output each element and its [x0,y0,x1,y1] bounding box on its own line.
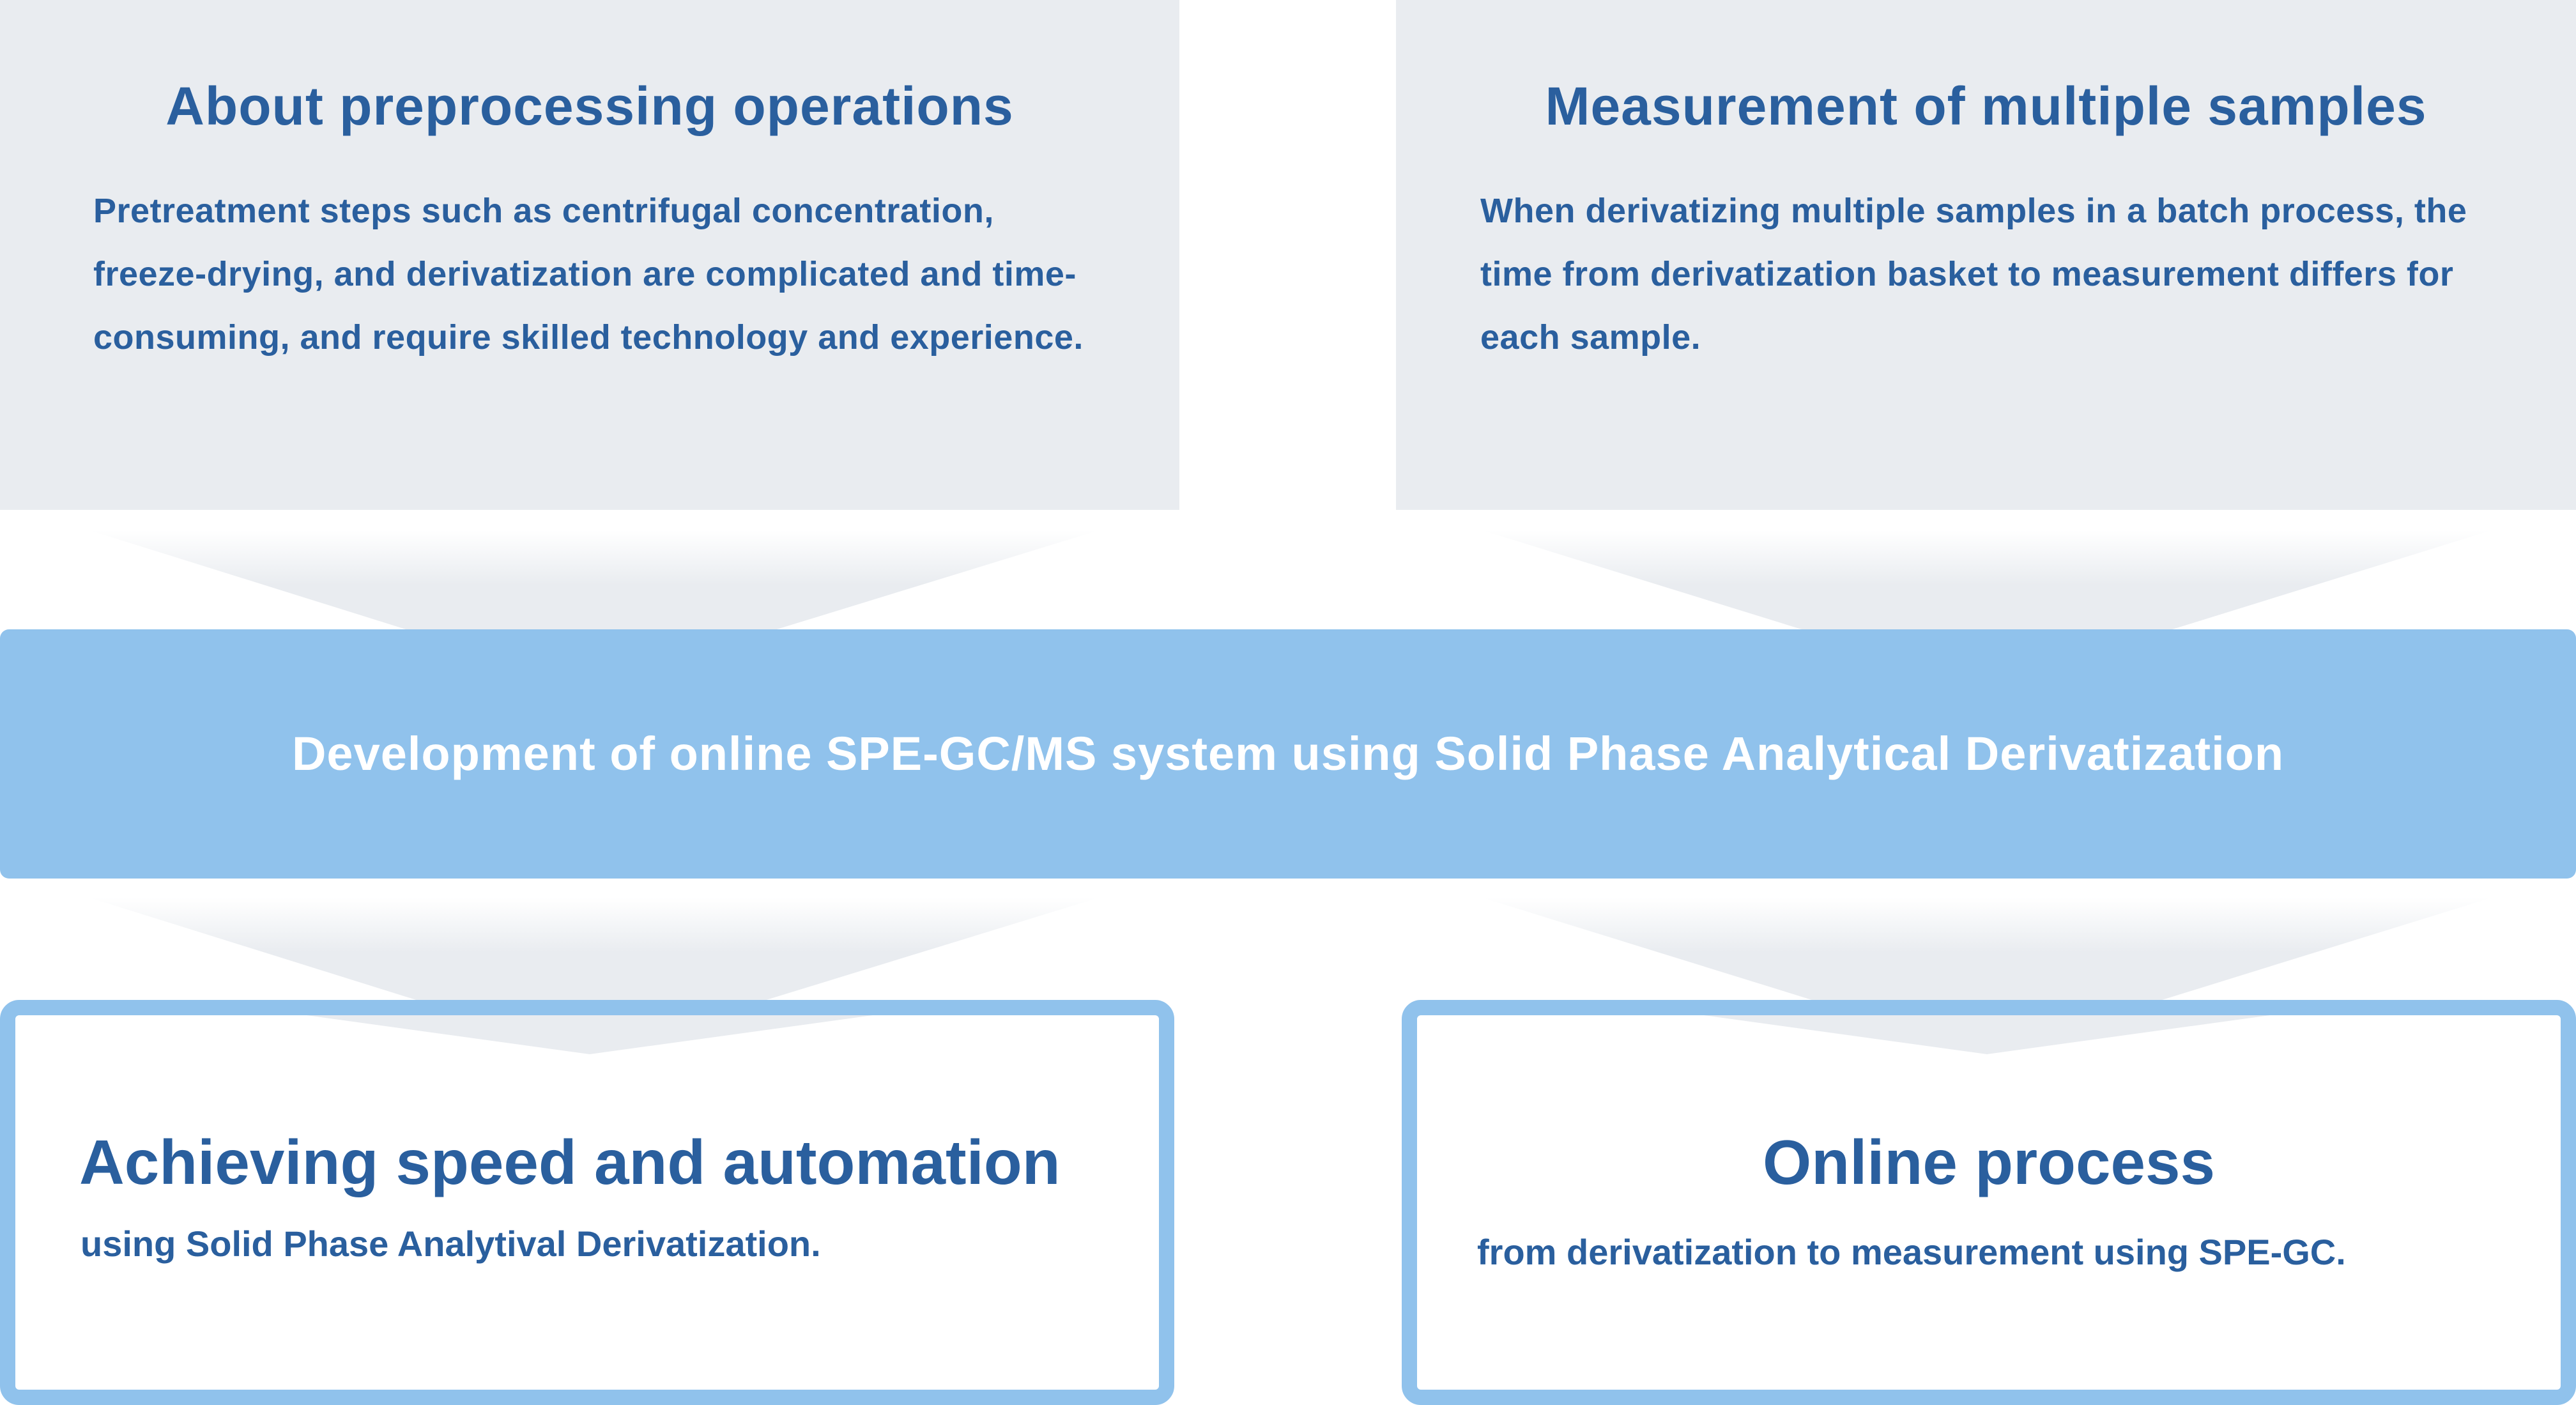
result-box-online-process: Online process from derivatization to me… [1402,1000,2576,1405]
arrow-problem-left-to-banner [89,530,1099,687]
arrow-problem-right-to-banner [1482,530,2492,687]
result-title: Online process [1762,1127,2215,1197]
problem-description-line: each sample. [1480,318,1701,357]
problem-description-line: When derivatizing multiple samples in a … [1480,192,2467,230]
problem-description-line: freeze-drying, and derivatization are co… [93,255,1077,293]
result-box-speed-automation: Achieving speed and automation using Sol… [0,1000,1174,1405]
development-banner: Development of online SPE-GC/MS system u… [0,629,2576,879]
result-description: using Solid Phase Analytival Derivatizat… [80,1224,821,1264]
result-description: from derivatization to measurement using… [1477,1232,2346,1272]
problem-description: Pretreatment steps such as centrifugal c… [93,180,1128,369]
problem-description-line: consuming, and require skilled technolog… [93,318,1084,357]
problem-title: About preprocessing operations [165,76,1014,136]
arrow-banner-to-result-right [1482,898,2492,1054]
arrow-banner-to-result-left [89,898,1099,1054]
problem-description-line: Pretreatment steps such as centrifugal c… [93,192,994,230]
problem-description-line: time from derivatization basket to measu… [1480,255,2454,293]
problem-description: When derivatizing multiple samples in a … [1480,180,2515,369]
banner-text: Development of online SPE-GC/MS system u… [291,727,2285,780]
problem-title: Measurement of multiple samples [1545,76,2427,136]
problem-box-preprocessing: About preprocessing operations Pretreatm… [0,0,1179,510]
problem-box-multiple-samples: Measurement of multiple samples When der… [1396,0,2576,510]
result-title: Achieving speed and automation [79,1127,1061,1197]
